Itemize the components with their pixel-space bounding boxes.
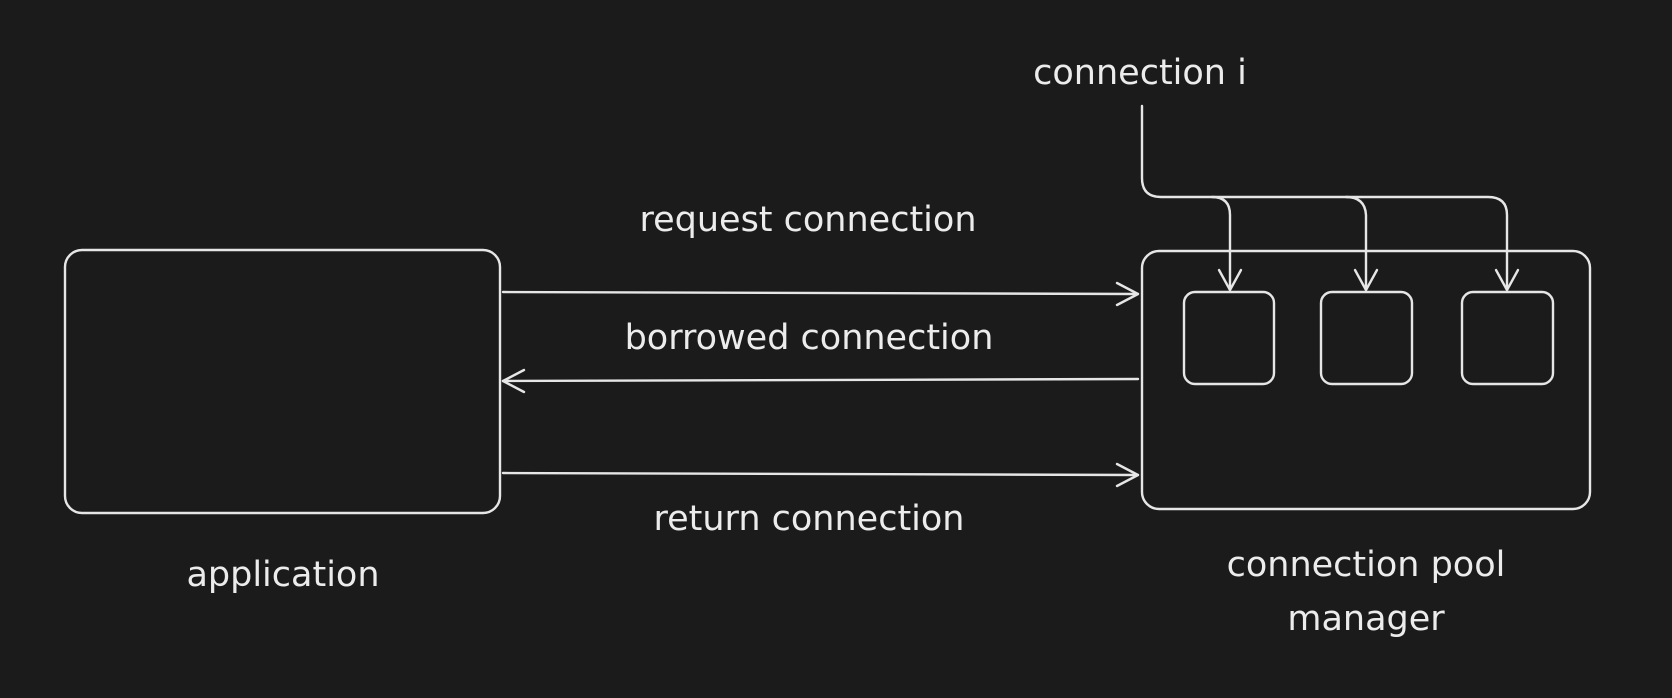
connection-i-label: connection i	[1033, 53, 1247, 93]
borrowed-connection-label: borrowed connection	[625, 318, 994, 358]
application-label: application	[186, 555, 379, 595]
connection-slot	[1182, 290, 1276, 386]
connection-i-connector	[1140, 104, 1509, 291]
connection-i-arrowheads	[1217, 268, 1520, 292]
connection-slot	[1319, 290, 1414, 386]
pool-manager-label-line2: manager	[1287, 599, 1445, 639]
request-connection-arrow	[501, 281, 1140, 307]
return-connection-label: return connection	[654, 499, 965, 539]
application-box	[63, 248, 502, 515]
return-connection-arrow	[501, 462, 1140, 488]
pool-manager-label-line1: connection pool	[1227, 545, 1506, 585]
connection-slot	[1460, 290, 1555, 386]
request-connection-label: request connection	[639, 200, 976, 240]
borrowed-connection-arrow	[501, 368, 1140, 394]
